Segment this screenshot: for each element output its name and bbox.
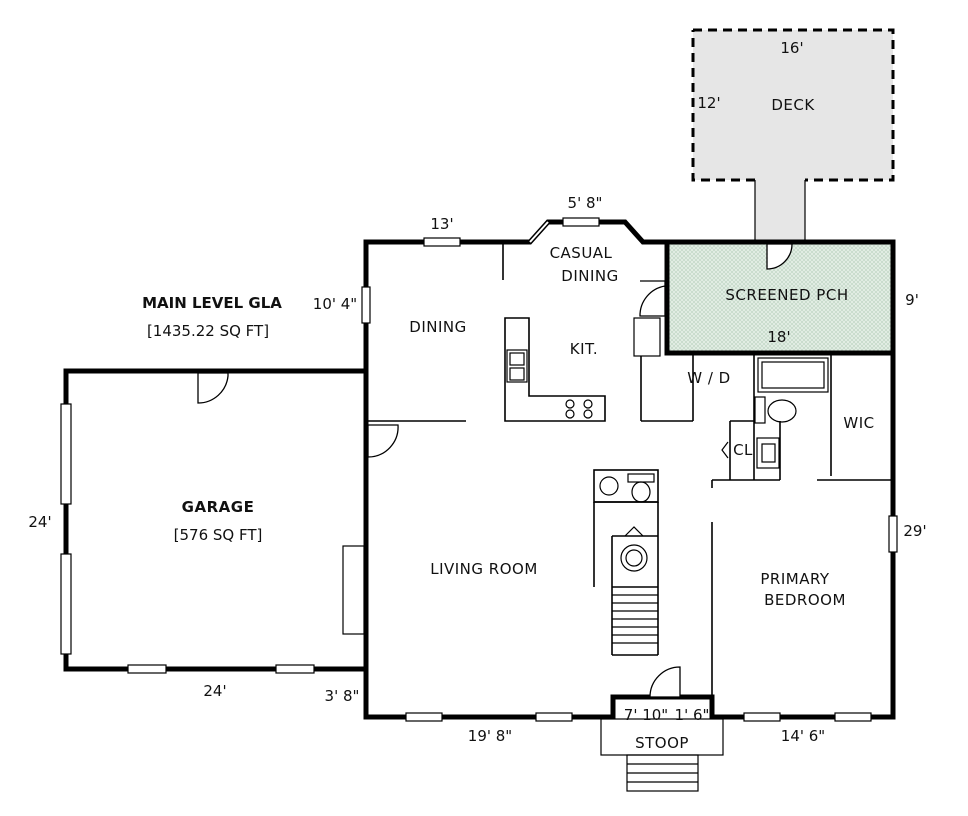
windows: [361, 217, 898, 722]
stoop: [600, 718, 724, 792]
dim-deck-depth: 12': [697, 94, 720, 112]
room-label-casual-dining-2: DINING: [561, 267, 618, 285]
sink-icon: [506, 349, 528, 383]
room-label-primary-bedroom: PRIMARY: [760, 570, 830, 588]
primary-bath: [754, 357, 829, 469]
interior-walls: [368, 244, 891, 697]
dim-bedroom-width: 14' 6": [781, 727, 825, 745]
gla-title: MAIN LEVEL GLA: [142, 294, 282, 312]
dim-porch-width: 18': [767, 328, 790, 346]
porch-door-icon: [766, 243, 793, 270]
room-label-dining: DINING: [409, 318, 466, 336]
deck: [691, 28, 895, 242]
room-label-garage-area: [576 SQ FT]: [174, 526, 263, 544]
fireplace-box: [342, 545, 365, 635]
powder-toilet-icon: [631, 481, 651, 503]
water-heater-icon: [620, 544, 648, 572]
dim-deck-width: 16': [780, 39, 803, 57]
dim-dining-depth: 10' 4": [313, 295, 357, 313]
room-label-living-room: LIVING ROOM: [430, 560, 538, 578]
room-label-deck: DECK: [771, 96, 815, 114]
room-label-laundry: W / D: [687, 369, 730, 387]
stair-core: [593, 469, 659, 656]
dim-porch-depth: 9': [905, 291, 919, 309]
living-door-icon: [367, 424, 399, 458]
dim-garage-offset: 3' 8": [325, 687, 360, 705]
powder-sink-icon: [599, 476, 619, 496]
bath-toilet-icon: [767, 399, 797, 423]
room-label-garage: GARAGE: [182, 498, 255, 516]
dim-living-width: 19' 8": [468, 727, 512, 745]
room-label-primary-bedroom-2: BEDROOM: [764, 591, 846, 609]
dim-garage-depth: 24': [28, 513, 51, 531]
front-door-icon: [649, 666, 681, 698]
bathtub-icon: [757, 357, 829, 393]
bath-sink-icon: [756, 437, 780, 469]
range-burner-icon: [565, 399, 575, 409]
dim-garage-width: 24': [203, 682, 226, 700]
dim-dining-width: 13': [430, 215, 453, 233]
dim-house-depth: 29': [903, 522, 926, 540]
room-label-wic: WIC: [843, 414, 874, 432]
room-label-screened-porch: SCREENED PCH: [725, 286, 848, 304]
garage-door-icon: [197, 372, 229, 404]
dim-bay-width: 5' 8": [568, 194, 603, 212]
dim-stoop-width: 7' 10": [624, 706, 668, 724]
gla-area: [1435.22 SQ FT]: [147, 322, 269, 340]
room-label-closet: CL: [733, 441, 753, 459]
kitchen-counter: [504, 317, 606, 422]
garage: [60, 368, 366, 674]
room-label-casual-dining: CASUAL: [550, 244, 613, 262]
room-label-stoop: STOOP: [635, 734, 689, 752]
dim-stoop-depth: 1' 6": [675, 706, 710, 724]
room-label-kitchen: KIT.: [570, 340, 598, 358]
